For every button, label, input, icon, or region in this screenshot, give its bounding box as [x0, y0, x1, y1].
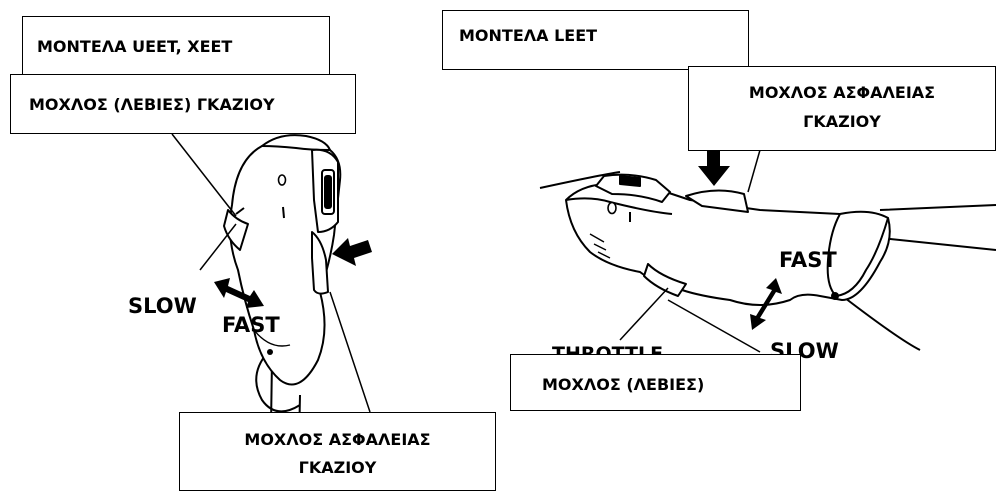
double-arrow-icon — [214, 278, 264, 308]
right-safety-lever-label-box: ΜΟΧΛΟΣ ΑΣΦΑΛΕΙΑΣ ΓΚΑΖΙΟΥ — [688, 66, 996, 151]
left-slow-label: SLOW — [128, 294, 197, 318]
right-fast-label: FAST — [779, 248, 837, 272]
right-safety-lever-label-line2: ΓΚΑΖΙΟΥ — [803, 112, 881, 131]
right-grip-illustration — [539, 171, 996, 351]
double-arrow-icon — [750, 278, 782, 330]
left-throttle-lever-label-box: ΜΟΧΛΟΣ (ΛΕΒΙΕΣ) ΓΚΑΖΙΟΥ — [10, 74, 356, 134]
right-model-label-box: ΜΟΝΤΕΛΑ LEET — [442, 10, 749, 70]
arrow-left-icon — [332, 238, 372, 266]
arrow-down-icon — [698, 150, 730, 186]
right-throttle-lever-label-box: ΜΟΧΛΟΣ (ΛΕΒΙΕΣ) — [510, 354, 801, 411]
right-safety-lever-label-line1: ΜΟΧΛΟΣ ΑΣΦΑΛΕΙΑΣ — [748, 83, 936, 102]
left-safety-lever-label-line1: ΜΟΧΛΟΣ ΑΣΦΑΛΕΙΑΣ — [244, 430, 431, 449]
left-arrows — [214, 238, 372, 308]
left-leader-lines — [171, 133, 371, 413]
left-model-label-box: ΜΟΝΤΕΛΑ UEET, XEET — [22, 16, 330, 76]
left-throttle-lever-label: ΜΟΧΛΟΣ (ΛΕΒΙΕΣ) ΓΚΑΖΙΟΥ — [29, 95, 275, 114]
right-leader-lines — [619, 149, 761, 353]
left-model-label: ΜΟΝΤΕΛΑ UEET, XEET — [37, 37, 233, 56]
left-fast-label: FAST — [222, 313, 280, 337]
left-safety-lever-label-line2: ΓΚΑΖΙΟΥ — [298, 458, 377, 477]
left-safety-lever-label-box: ΜΟΧΛΟΣ ΑΣΦΑΛΕΙΑΣ ΓΚΑΖΙΟΥ — [179, 412, 496, 491]
right-model-label: ΜΟΝΤΕΛΑ LEET — [459, 26, 598, 45]
right-throttle-lever-label: ΜΟΧΛΟΣ (ΛΕΒΙΕΣ) — [542, 375, 705, 394]
right-arrows — [698, 150, 782, 330]
left-grip-illustration — [223, 134, 342, 491]
